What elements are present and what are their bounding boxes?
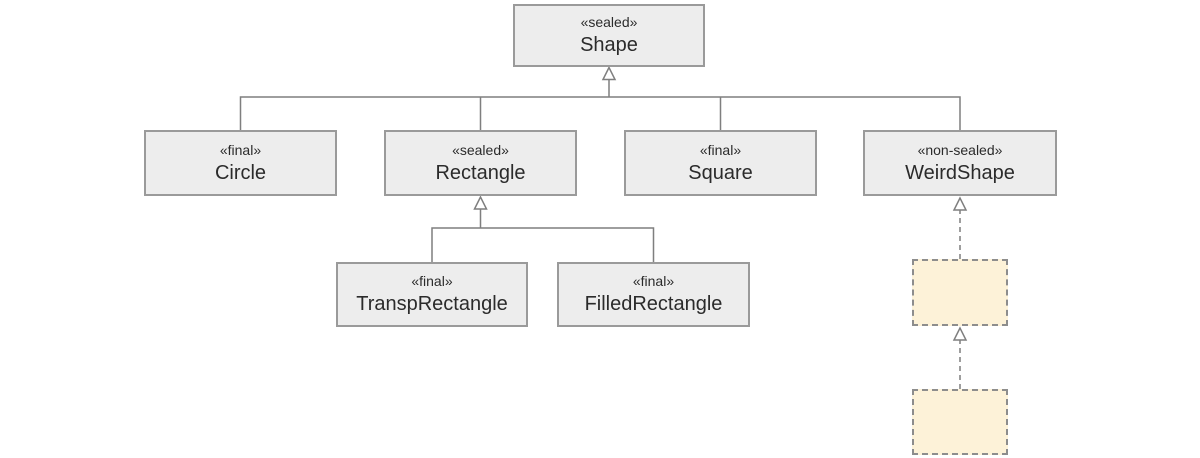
generalization-arrowhead-rectangle xyxy=(473,195,488,210)
class-name: WeirdShape xyxy=(905,161,1015,184)
class-node-square: «final» Square xyxy=(624,130,817,196)
stereotype-label: «final» xyxy=(699,141,742,158)
generalization-arrowhead-weirdshape xyxy=(952,196,968,211)
class-name: Rectangle xyxy=(435,161,526,184)
stereotype-label: «non-sealed» xyxy=(917,141,1003,158)
class-node-transprectangle: «final» TranspRectangle xyxy=(336,262,528,327)
class-node-weirdshape: «non-sealed» WeirdShape xyxy=(863,130,1057,196)
stereotype-label: «sealed» xyxy=(580,14,638,30)
class-name: Square xyxy=(688,161,753,184)
class-name: TranspRectangle xyxy=(356,293,508,315)
generalization-arrowhead-placeholder1 xyxy=(952,326,968,341)
edge-children-to-shape xyxy=(239,79,961,130)
stereotype-label: «final» xyxy=(632,273,675,289)
class-node-rectangle: «sealed» Rectangle xyxy=(384,130,577,196)
placeholder-node-2 xyxy=(912,389,1008,455)
generalization-arrowhead-shape xyxy=(601,65,617,81)
class-name: FilledRectangle xyxy=(584,293,723,315)
stereotype-label: «final» xyxy=(219,141,262,158)
placeholder-node-1 xyxy=(912,259,1008,326)
class-name: Circle xyxy=(214,161,267,184)
stereotype-label: «sealed» xyxy=(452,141,509,158)
class-node-filledrectangle: «final» FilledRectangle xyxy=(557,262,750,327)
stereotype-label: «final» xyxy=(411,273,453,289)
edge-children-to-rectangle xyxy=(431,209,655,262)
class-name: Shape xyxy=(580,34,638,56)
class-node-shape: «sealed» Shape xyxy=(513,4,705,67)
class-node-circle: «final» Circle xyxy=(144,130,337,196)
